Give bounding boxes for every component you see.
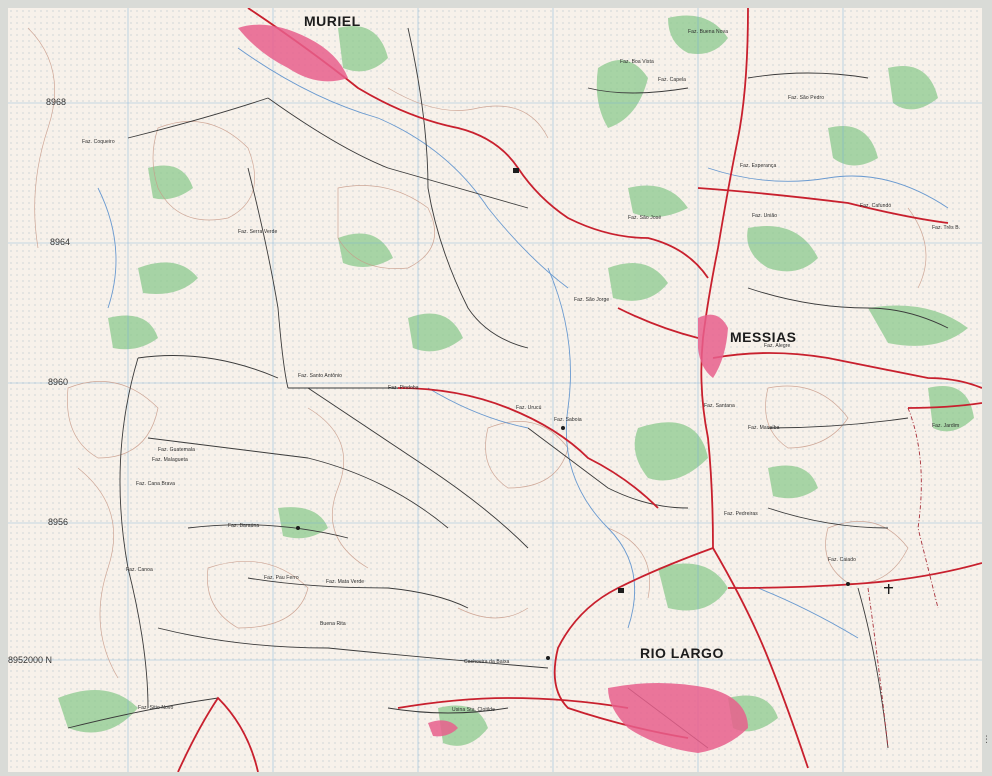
place-label: Faz. Serra Verde bbox=[238, 229, 278, 235]
place-label: Faz. Canoa bbox=[126, 567, 153, 573]
place-label: Faz. Urucú bbox=[516, 405, 542, 411]
place-label: Faz. Cafundó bbox=[860, 203, 892, 209]
place-label: Faz. Baraúna bbox=[228, 523, 260, 529]
place-label: Faz. Pedreiras bbox=[724, 511, 758, 517]
grid-label-8960: 8960 bbox=[48, 377, 69, 387]
place-label: Faz. Saboia bbox=[554, 417, 582, 423]
place-label: Faz. Sitio Novo bbox=[138, 705, 174, 711]
place-label: Faz. Guatemala bbox=[158, 447, 195, 453]
place-label: Faz. São Pedro bbox=[788, 95, 825, 101]
river-layer bbox=[97, 47, 949, 639]
topographic-map-sheet: MURIEL MESSIAS RIO LARGO 8968 8964 8960 … bbox=[8, 8, 982, 772]
boundary-layer bbox=[867, 407, 939, 749]
place-label: Faz. Caiado bbox=[828, 557, 857, 563]
place-label: Faz. Pau Ferro bbox=[264, 575, 299, 581]
place-label: Faz. Malagueta bbox=[152, 457, 188, 463]
grid-label-8968: 8968 bbox=[46, 97, 67, 107]
place-label: Faz. Cana Brava bbox=[136, 481, 176, 487]
grid-label-8956: 8956 bbox=[48, 517, 69, 527]
town-label-rio-largo: RIO LARGO bbox=[640, 645, 724, 661]
place-label: Faz. Jardim bbox=[932, 423, 960, 429]
place-label: Faz. São José bbox=[628, 215, 662, 221]
place-label: Faz. Buena Nova bbox=[688, 29, 729, 35]
place-label: Faz. Boa Vista bbox=[620, 59, 654, 65]
place-label: Usina Sta. Clotilde bbox=[452, 707, 496, 713]
place-label: Faz. Esperança bbox=[740, 163, 777, 169]
town-label-messias: MESSIAS bbox=[730, 329, 797, 345]
town-label-muriel: MURIEL bbox=[304, 13, 361, 29]
map-canvas bbox=[8, 8, 982, 772]
place-label: Buena Rita bbox=[320, 621, 346, 627]
contour-layer bbox=[27, 27, 927, 679]
secondary-road-layer bbox=[67, 27, 949, 749]
place-label: Faz. São Jorge bbox=[574, 297, 610, 303]
place-label: Faz. Santo Antônio bbox=[298, 373, 343, 379]
place-label: Faz. Alegre bbox=[764, 343, 791, 349]
place-label: Faz. Macaíba bbox=[748, 425, 780, 431]
place-label: Faz. Pindoba bbox=[388, 385, 419, 391]
primary-road-layer bbox=[177, 8, 982, 772]
grid-label-8964: 8964 bbox=[50, 237, 71, 247]
vegetation-layer bbox=[58, 15, 974, 746]
place-label: Cachoeira da Baixa bbox=[464, 659, 510, 665]
grid-label-8952: 8952000 N bbox=[8, 655, 53, 665]
place-label: Faz. Coqueiro bbox=[82, 139, 115, 145]
place-label: Faz. Três B. bbox=[932, 225, 961, 231]
place-label: Faz. Mata Verde bbox=[326, 579, 365, 585]
more-options-icon[interactable]: ⋮ bbox=[982, 735, 991, 745]
grid-layer bbox=[8, 8, 982, 772]
place-label: Faz. Capela bbox=[658, 77, 687, 83]
place-label: Faz. Santana bbox=[704, 403, 735, 409]
symbol-layer bbox=[296, 168, 893, 660]
urban-layer bbox=[238, 24, 748, 753]
place-label: Faz. União bbox=[752, 213, 778, 219]
